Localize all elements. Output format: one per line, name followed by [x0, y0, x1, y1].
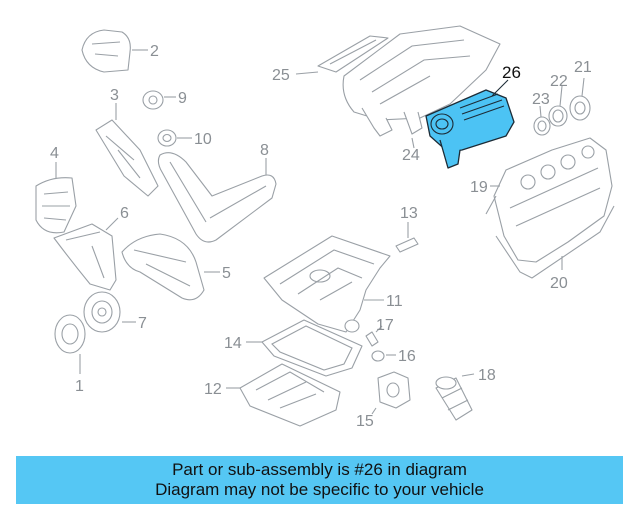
- callout-24[interactable]: 24: [402, 147, 420, 164]
- part-5-inner-cover[interactable]: [121, 233, 205, 301]
- part-20-cover-gasket[interactable]: [485, 195, 615, 279]
- leader-21: [581, 77, 585, 97]
- leader-17: [375, 325, 383, 333]
- part-4-front-cover[interactable]: [35, 177, 77, 234]
- part-2-timing-cover[interactable]: [81, 29, 131, 73]
- part-8-timing-belt[interactable]: [157, 152, 277, 243]
- callout-25[interactable]: 25: [272, 67, 290, 84]
- callout-7[interactable]: 7: [138, 315, 147, 332]
- callout-2[interactable]: 2: [150, 43, 159, 60]
- part-3-belt-cover[interactable]: [95, 119, 159, 197]
- part-25-rail-cover[interactable]: [317, 35, 389, 73]
- leader-24: [411, 137, 415, 149]
- callout-10[interactable]: 10: [194, 131, 212, 148]
- exploded-parts-diagram: 2 3 9 10 8: [35, 25, 615, 430]
- part-26-engine-cover[interactable]: [425, 89, 515, 169]
- part-19-valve-cover[interactable]: [493, 137, 613, 263]
- part-11-oil-pan[interactable]: [263, 235, 391, 333]
- part-13-sensor[interactable]: [395, 237, 419, 253]
- part-12-lower-pan[interactable]: [239, 363, 341, 427]
- part-6-lower-cover[interactable]: [53, 223, 117, 291]
- part-7-crank-pulley[interactable]: [83, 291, 121, 333]
- banner-line-part: Part or sub-assembly is #26 in diagram: [172, 460, 467, 479]
- callout-11[interactable]: 11: [386, 293, 403, 310]
- part-16-washer[interactable]: [371, 350, 385, 362]
- callout-16[interactable]: 16: [398, 348, 416, 365]
- part-10-tensioner[interactable]: [157, 129, 177, 147]
- banner-line-disclaimer: Diagram may not be specific to your vehi…: [155, 480, 484, 499]
- callout-26[interactable]: 26: [502, 63, 521, 82]
- part-15-filter-housing[interactable]: [377, 371, 411, 409]
- leader-18: [461, 373, 475, 377]
- callout-19[interactable]: 19: [470, 179, 488, 196]
- part-1-damper[interactable]: [54, 314, 86, 354]
- callout-18[interactable]: 18: [478, 367, 496, 384]
- leader-6: [105, 217, 119, 231]
- part-21-oil-cap[interactable]: [569, 95, 591, 121]
- part-9-idler-pulley[interactable]: [142, 90, 164, 110]
- callout-20[interactable]: 20: [550, 275, 568, 292]
- callout-14[interactable]: 14: [224, 335, 242, 352]
- callout-23[interactable]: 23: [532, 91, 550, 108]
- callout-6[interactable]: 6: [120, 205, 129, 222]
- leader-23: [539, 105, 542, 118]
- callout-1[interactable]: 1: [75, 378, 84, 395]
- leader-15: [371, 407, 377, 415]
- callout-8[interactable]: 8: [260, 142, 269, 159]
- callout-4[interactable]: 4: [50, 145, 59, 162]
- part-23-gasket-ring[interactable]: [533, 116, 551, 136]
- part-17-drain-bolt[interactable]: [365, 331, 379, 347]
- part-18-oil-filter[interactable]: [435, 376, 473, 421]
- part-24-intake-manifold[interactable]: [342, 25, 501, 137]
- callout-21[interactable]: 21: [574, 59, 592, 76]
- leader-26: [491, 79, 509, 97]
- callout-13[interactable]: 13: [400, 205, 418, 222]
- callout-5[interactable]: 5: [222, 265, 231, 282]
- callout-22[interactable]: 22: [550, 73, 568, 90]
- callout-15[interactable]: 15: [356, 413, 374, 430]
- leader-22: [559, 85, 563, 107]
- callout-3[interactable]: 3: [110, 87, 119, 104]
- part-22-cap-seal[interactable]: [548, 105, 568, 127]
- callout-17[interactable]: 17: [376, 317, 394, 334]
- callout-12[interactable]: 12: [204, 381, 222, 398]
- part-14-pan-gasket[interactable]: [261, 319, 363, 377]
- info-banner: Part or sub-assembly is #26 in diagram D…: [16, 456, 623, 504]
- leader-25: [295, 71, 319, 75]
- callout-9[interactable]: 9: [178, 90, 187, 107]
